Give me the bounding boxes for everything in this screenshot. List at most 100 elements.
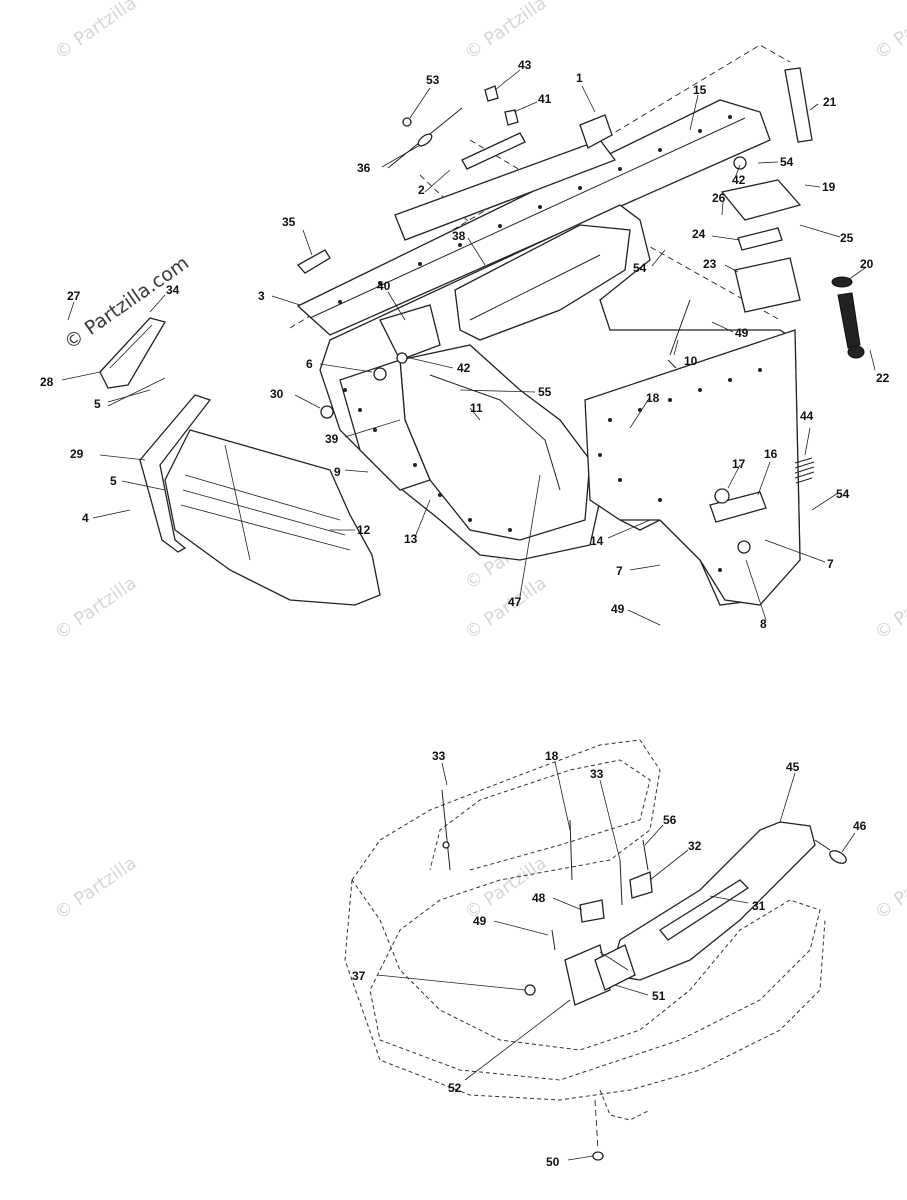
callout-7: 7 [616,564,623,578]
bolt-56 [642,839,649,871]
leader-lines [61,69,876,1161]
callout-51: 51 [652,989,666,1003]
bracket-21 [784,67,813,143]
callout-18: 18 [646,391,660,405]
left-frame-holes [343,388,512,532]
callout-labels: 53 43 1 41 15 21 36 2 42 54 19 26 25 35 … [40,58,890,1169]
shock-bottom [847,345,865,359]
nose-grille [182,489,346,536]
callout-35: 35 [282,215,296,229]
panel-40 [379,304,441,361]
callout-22: 22 [876,371,890,385]
bracket-51-grip [599,951,629,971]
clamp-8 [737,540,751,554]
rear-rail [296,99,771,336]
callout-40: 40 [377,279,391,293]
callout-10: 10 [684,354,698,368]
callout-45: 45 [786,760,800,774]
right-frame-holes [598,368,762,572]
rail-holes [338,115,732,304]
seat-recess [429,759,651,871]
bracket-51 [594,944,636,991]
handle-grip [109,324,153,369]
callout-42: 42 [732,173,746,187]
bumper-loop [139,394,212,553]
callout-9: 9 [334,465,341,479]
rod-10 [667,299,691,369]
callout-37: 37 [352,969,366,983]
callout-26: 26 [712,191,726,205]
centerline-50 [594,1099,599,1151]
callout-49: 49 [473,914,487,928]
tunnel-crease [469,254,601,321]
callout-1: 1 [576,71,583,85]
rear-rail-edge [309,117,746,319]
callout-15: 15 [693,83,707,97]
strip-41 [461,132,526,170]
callout-6: 6 [306,357,313,371]
callout-19: 19 [822,180,836,194]
washer-30 [320,405,334,419]
watermark: © Partzilla [51,853,141,925]
callout-39: 39 [325,432,339,446]
clamp-48 [579,899,605,923]
nose-grille [184,474,341,521]
bolt-53 [402,117,412,127]
callout-42: 42 [457,361,471,375]
callout-56: 56 [663,813,677,827]
callout-8: 8 [760,617,767,631]
callout-50: 50 [546,1155,560,1169]
callout-53: 53 [426,73,440,87]
bracket-35 [296,249,331,274]
rear-body [351,739,821,1081]
callout-52: 52 [448,1081,462,1095]
callout-16: 16 [764,447,778,461]
eyelet-46 [829,850,847,864]
tunnel-plate [454,224,631,341]
bolt-18 [569,819,573,881]
rear-body-tab [599,1089,651,1121]
callout-7: 7 [827,557,834,571]
callout-30: 30 [270,387,284,401]
callout-29: 29 [70,447,84,461]
callout-33: 33 [590,767,604,781]
callout-5: 5 [110,474,117,488]
callout-24: 24 [692,227,706,241]
watermark: © Partzilla [51,573,141,645]
callout-54: 54 [633,261,647,275]
right-frame [584,329,801,606]
callout-17: 17 [732,457,746,471]
hinge-16 [709,491,767,523]
callout-54: 54 [836,487,850,501]
nut-6 [373,367,387,381]
callout-4: 4 [82,511,89,525]
front-nose [164,429,381,606]
bolt-49 [551,929,556,951]
watermark: © Partzilla [871,0,907,64]
callout-47: 47 [508,595,522,609]
washer-33 [442,841,450,849]
front-handle [99,317,166,389]
callout-13: 13 [404,532,418,546]
shock-top [831,276,853,288]
clamp-32 [629,871,653,899]
callout-34: 34 [166,283,180,297]
watermark-prominent: © Partzilla.com [60,252,193,354]
watermark: © Partzilla [871,853,907,925]
callout-31: 31 [752,899,766,913]
callout-27: 27 [67,289,81,303]
bolt-41 [504,109,519,126]
bottom-assembly [344,739,847,1161]
rod-36-bulge [417,133,433,147]
cable-46 [814,839,831,851]
bracket-1 [579,114,613,149]
shock-absorber [837,292,861,349]
callout-14: 14 [590,534,604,548]
callout-48: 48 [532,891,546,905]
rear-body-lower [344,879,826,1101]
nose-grille [180,504,351,551]
nose-edge [224,444,251,561]
watermark: © Partzilla [51,0,141,64]
callout-5: 5 [94,397,101,411]
